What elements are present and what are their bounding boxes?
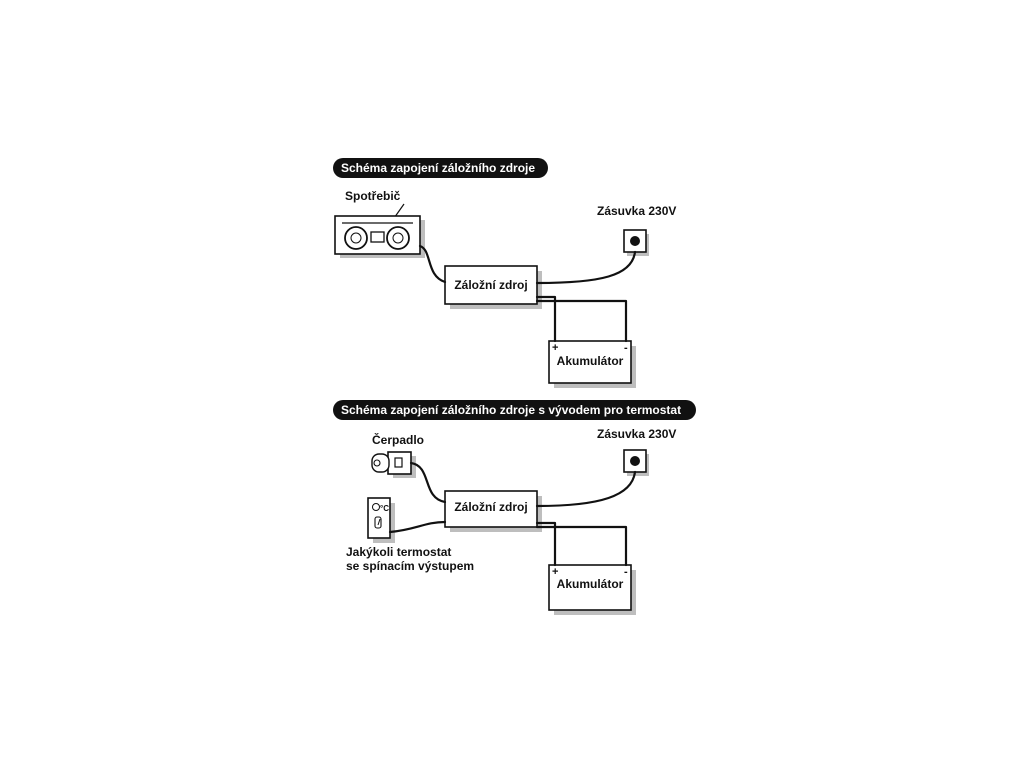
diagram-2-title-pill: Schéma zapojení záložního zdroje s vývod…	[333, 400, 696, 420]
thermostat-label-line1: Jakýkoli termostat	[346, 545, 451, 559]
socket-1: Zásuvka 230V	[597, 204, 676, 256]
appliance-label: Spotřebič	[345, 189, 401, 203]
diagram-1-title-pill: Schéma zapojení záložního zdroje	[333, 158, 548, 178]
socket-2-label: Zásuvka 230V	[597, 427, 676, 441]
diagram-1: Schéma zapojení záložního zdroje Spotřeb…	[333, 158, 676, 388]
battery-1-plus: +	[552, 342, 558, 354]
diagram-2-wires	[388, 461, 637, 567]
ups-box-2: Záložní zdroj	[444, 490, 542, 532]
battery-2-plus: +	[552, 566, 558, 578]
socket-2: Zásuvka 230V	[597, 427, 676, 476]
diagram-2: Schéma zapojení záložního zdroje s vývod…	[333, 400, 696, 615]
battery-2-label: Akumulátor	[557, 577, 624, 591]
battery-1-minus: -	[624, 342, 628, 354]
ups-box-1: Záložní zdroj	[444, 265, 542, 309]
ups-2-label: Záložní zdroj	[454, 500, 527, 514]
thermostat-unit: °C	[380, 504, 389, 513]
socket-1-label: Zásuvka 230V	[597, 204, 676, 218]
appliance: Spotřebič	[334, 189, 425, 258]
battery-2-minus: -	[624, 566, 628, 578]
thermostat-label-line2: se spínacím výstupem	[346, 559, 474, 573]
thermostat: °C Jakýkoli termostat se spínacím výstup…	[346, 497, 474, 573]
battery-1: Akumulátor + -	[548, 340, 636, 388]
diagram-2-title: Schéma zapojení záložního zdroje s vývod…	[341, 403, 681, 417]
speaker-right-icon	[386, 226, 410, 250]
diagram-1-wires	[418, 244, 637, 343]
speaker-left-icon	[344, 226, 368, 250]
battery-2: Akumulátor + -	[548, 564, 636, 615]
pump-label: Čerpadlo	[372, 432, 424, 447]
diagram-1-title: Schéma zapojení záložního zdroje	[341, 161, 535, 175]
battery-1-label: Akumulátor	[557, 354, 624, 368]
pump: Čerpadlo	[371, 432, 424, 478]
ups-1-label: Záložní zdroj	[454, 278, 527, 292]
